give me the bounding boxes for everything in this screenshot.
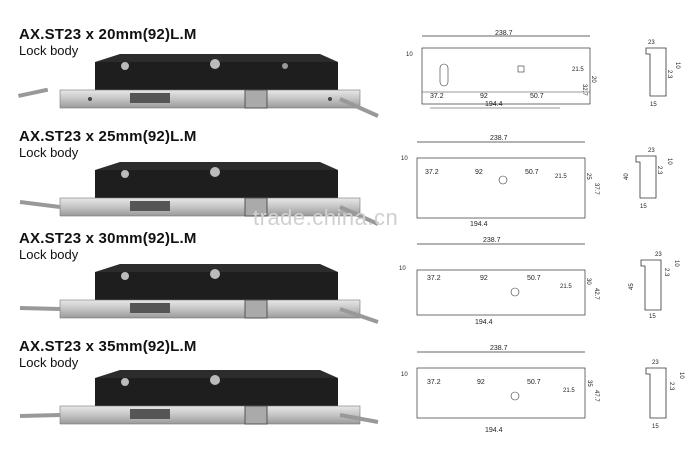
lock-body-photo [19, 264, 379, 324]
dim-edge: 10 [401, 372, 408, 378]
front-view-diagram: 238.7 10 37.2 92 50.7 21.5 194.4 30 42.7 [399, 237, 599, 326]
lock-body-photo [18, 54, 379, 118]
dim-side-a: 2.3 [666, 70, 672, 79]
dim-mid: 92 [480, 93, 488, 100]
product-row-1: AX.ST23 x 20mm(92)L.M Lock body 238.7 10… [0, 26, 700, 138]
dim-right: 50.7 [527, 379, 541, 386]
dim-total: 238.7 [483, 237, 501, 244]
lock-body-photo [19, 162, 379, 226]
dim-edge: 10 [406, 52, 413, 58]
dim-vert-large: 37.7 [593, 183, 599, 195]
side-view-diagram: 23 40 2.3 10 15 [624, 148, 672, 210]
dim-total: 238.7 [495, 30, 513, 37]
dim-side-b: 10 [674, 62, 680, 69]
dim-side-bottom: 15 [650, 102, 657, 108]
dim-edge: 10 [401, 156, 408, 162]
product-row-2: AX.ST23 x 25mm(92)L.M Lock body 238.7 10… [0, 128, 700, 240]
dim-side-b: 10 [678, 372, 684, 379]
dim-left: 37.2 [427, 379, 441, 386]
dim-edge: 10 [399, 266, 406, 272]
dim-side-a: 2.3 [656, 166, 662, 175]
product-model: AX.ST23 x 20mm(92)L.M [19, 26, 197, 43]
side-view-diagram: 23 2.3 10 15 [645, 360, 684, 430]
dim-side-top: 23 [652, 360, 659, 366]
dim-notch: 21.5 [572, 67, 584, 73]
front-view-diagram: 238.7 10 37.2 92 50.7 194.4 21.5 20 32.7 [406, 30, 596, 109]
dim-mid: 92 [477, 379, 485, 386]
dim-side-top: 23 [648, 148, 655, 154]
dim-overall: 194.4 [475, 319, 493, 326]
product-row-4: AX.ST23 x 35mm(92)L.M Lock body 238.7 10… [0, 338, 700, 450]
dim-left: 37.2 [427, 275, 441, 282]
dim-notch: 21.5 [563, 388, 575, 394]
dim-vert-small: 30 [585, 278, 591, 285]
product-subtitle: Lock body [19, 145, 79, 160]
dim-overall: 194.4 [485, 101, 503, 108]
dim-side-b: 10 [673, 260, 679, 267]
dim-mid: 92 [475, 169, 483, 176]
dim-side-b: 10 [666, 158, 672, 165]
front-view-diagram: 238.7 10 37.2 92 50.7 21.5 194.4 25 37.7 [401, 135, 599, 228]
dim-vert-small: 35 [586, 380, 592, 387]
watermark: trade.china.cn [253, 205, 399, 230]
product-model: AX.ST23 x 25mm(92)L.M [19, 128, 197, 145]
dim-total: 238.7 [490, 345, 508, 352]
product-subtitle: Lock body [19, 355, 79, 370]
dim-overall: 194.4 [470, 221, 488, 228]
product-subtitle: Lock body [19, 247, 79, 262]
dim-vert-large: 47.7 [593, 390, 599, 402]
dim-overall: 194.4 [485, 427, 503, 434]
dim-side-top: 23 [648, 40, 655, 46]
side-view-diagram: 23 45 2.3 10 15 [629, 252, 679, 320]
side-view-diagram: 23 2.3 10 15 [645, 40, 680, 108]
dim-right: 50.7 [530, 93, 544, 100]
dim-side-a: 2.3 [668, 382, 674, 391]
lock-body-photo [19, 370, 379, 425]
dim-side-bottom: 15 [649, 314, 656, 320]
front-view-diagram: 238.7 10 37.2 92 50.7 21.5 194.4 35 47.7 [401, 345, 599, 434]
dim-left: 37.2 [430, 93, 444, 100]
dim-vert-small: 25 [585, 173, 591, 180]
dim-side-a: 2.3 [663, 268, 669, 277]
dim-total: 238.7 [490, 135, 508, 142]
dim-left: 37.2 [425, 169, 439, 176]
dim-vert-large: 42.7 [593, 288, 599, 300]
dim-notch: 21.5 [560, 284, 572, 290]
dim-right: 50.7 [525, 169, 539, 176]
product-model: AX.ST23 x 30mm(92)L.M [19, 230, 197, 247]
product-row-3: AX.ST23 x 30mm(92)L.M Lock body 238.7 10… [0, 230, 700, 342]
dim-side-height: 45 [629, 283, 635, 290]
dim-side-bottom: 15 [652, 424, 659, 430]
dim-side-bottom: 15 [640, 204, 647, 210]
dim-mid: 92 [480, 275, 488, 282]
dim-vert-large: 32.7 [581, 84, 587, 96]
dim-side-height: 40 [624, 173, 630, 180]
product-subtitle: Lock body [19, 43, 79, 58]
dim-notch: 21.5 [555, 174, 567, 180]
dim-side-top: 23 [655, 252, 662, 258]
dim-vert-small: 20 [590, 76, 596, 83]
product-model: AX.ST23 x 35mm(92)L.M [19, 338, 197, 355]
dim-right: 50.7 [527, 275, 541, 282]
